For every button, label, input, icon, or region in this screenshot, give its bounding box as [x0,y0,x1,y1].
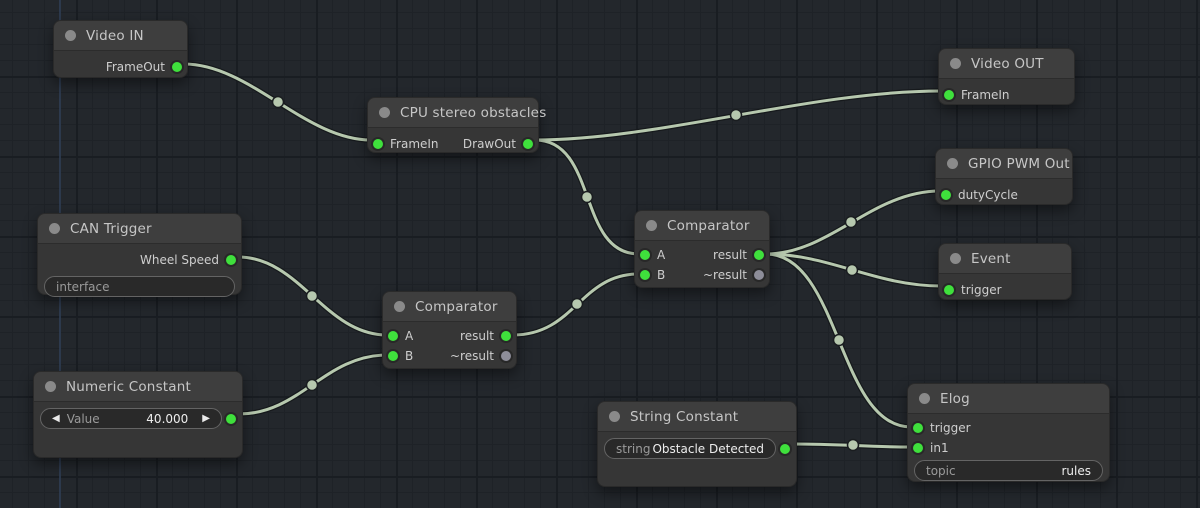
port-label: B [657,268,666,282]
node-cpu-stereo-obstacles[interactable]: CPU stereo obstacles FrameIn DrawOut [367,97,546,153]
node-header[interactable]: Numeric Constant [34,372,242,402]
port-in1-input[interactable] [913,443,923,453]
field-placeholder: topic [926,463,956,478]
port-wheel-speed-output[interactable] [226,255,236,265]
wire-paths[interactable] [182,62,943,449]
port-trigger-input[interactable] [913,423,923,433]
port-label: result [460,329,494,343]
port-label: ~result [702,268,747,282]
node-state-dot-icon[interactable] [394,301,405,312]
stepper-label: Value [66,411,100,426]
port-label: in1 [930,441,949,455]
node-state-dot-icon[interactable] [49,223,60,234]
node-header[interactable]: CAN Trigger [38,214,241,244]
wire-shadows [181,61,944,450]
wire-midpoint-handles[interactable] [271,95,860,452]
port-result-output[interactable] [754,250,764,260]
value-stepper[interactable]: ◀ Value 40.000 ▶ [40,408,222,429]
node-title: CPU stereo obstacles [400,104,547,121]
port-trigger-input[interactable] [944,285,954,295]
node-state-dot-icon[interactable] [950,253,961,264]
string-text-field[interactable]: string Obstacle Detected [604,438,776,459]
port-a-input[interactable] [640,250,650,260]
node-numeric-constant[interactable]: Numeric Constant ◀ Value 40.000 ▶ [33,371,243,458]
stepper-increment-icon[interactable]: ▶ [202,412,210,424]
node-string-constant[interactable]: String Constant string Obstacle Detected [597,401,797,487]
node-title: Video OUT [971,55,1044,72]
port-frameout-output[interactable] [172,62,182,72]
port-label: Wheel Speed [139,253,219,267]
node-header[interactable]: Elog [908,384,1109,414]
node-state-dot-icon[interactable] [947,158,958,169]
node-video-out[interactable]: Video OUT FrameIn [938,48,1075,105]
node-title: String Constant [630,408,739,425]
node-title: Event [971,250,1011,267]
port-framein-input[interactable] [373,139,383,149]
node-can-trigger[interactable]: CAN Trigger Wheel Speed interface [37,213,242,297]
field-placeholder: interface [56,279,110,294]
node-elog[interactable]: Elog trigger in1 topic rules [907,383,1110,482]
field-value[interactable]: Obstacle Detected [652,441,764,456]
node-state-dot-icon[interactable] [609,411,620,422]
port-string-output[interactable] [780,443,790,454]
node-state-dot-icon[interactable] [45,381,56,392]
port-label: trigger [930,421,971,435]
port-not-result-output[interactable] [501,351,511,361]
node-state-dot-icon[interactable] [919,393,930,404]
port-value-output[interactable] [226,413,236,424]
port-label: result [713,248,747,262]
port-label: DrawOut [462,137,516,151]
node-event[interactable]: Event trigger [938,243,1072,300]
port-label: B [405,349,414,363]
port-b-input[interactable] [388,351,398,361]
topic-text-field[interactable]: topic rules [914,460,1103,481]
port-drawout-output[interactable] [523,139,533,149]
port-label: trigger [961,283,1002,297]
field-value[interactable]: rules [1061,463,1091,478]
node-header[interactable]: Video OUT [939,49,1074,79]
node-title: Numeric Constant [66,378,192,395]
node-comparator-right[interactable]: Comparator A result B ~result [634,210,770,288]
node-header[interactable]: CPU stereo obstacles [368,98,546,128]
node-state-dot-icon[interactable] [65,30,76,41]
stepper-value[interactable]: 40.000 [146,411,189,426]
node-gpio-pwm-out[interactable]: GPIO PWM Out dutyCycle [935,148,1073,205]
node-state-dot-icon[interactable] [646,220,657,231]
node-header[interactable]: Comparator [635,211,769,241]
node-title: CAN Trigger [70,220,152,237]
node-header[interactable]: Comparator [383,292,516,322]
port-label: FrameIn [390,137,439,151]
interface-text-field[interactable]: interface [44,276,235,297]
node-title: Video IN [86,27,144,44]
node-header[interactable]: String Constant [598,402,796,432]
field-label: string [616,441,651,456]
node-title: Elog [940,390,970,407]
port-dutycycle-input[interactable] [941,190,951,200]
port-a-input[interactable] [388,331,398,341]
port-result-output[interactable] [501,331,511,341]
port-label: ~result [449,349,494,363]
port-label: FrameOut [105,60,165,74]
port-framein-input[interactable] [944,90,954,100]
port-label: FrameIn [961,88,1010,102]
node-title: Comparator [415,298,498,315]
node-header[interactable]: Video IN [54,21,187,51]
node-state-dot-icon[interactable] [379,107,390,118]
node-title: Comparator [667,217,750,234]
node-header[interactable]: GPIO PWM Out [936,149,1072,179]
stepper-decrement-icon[interactable]: ◀ [52,412,60,424]
node-state-dot-icon[interactable] [950,58,961,69]
port-not-result-output[interactable] [754,270,764,280]
node-video-in[interactable]: Video IN FrameOut [53,20,188,78]
port-label: A [405,329,414,343]
port-label: dutyCycle [958,188,1018,202]
port-label: A [657,248,666,262]
node-title: GPIO PWM Out [968,155,1070,172]
port-b-input[interactable] [640,270,650,280]
node-header[interactable]: Event [939,244,1071,274]
node-comparator-left[interactable]: Comparator A result B ~result [382,291,517,369]
